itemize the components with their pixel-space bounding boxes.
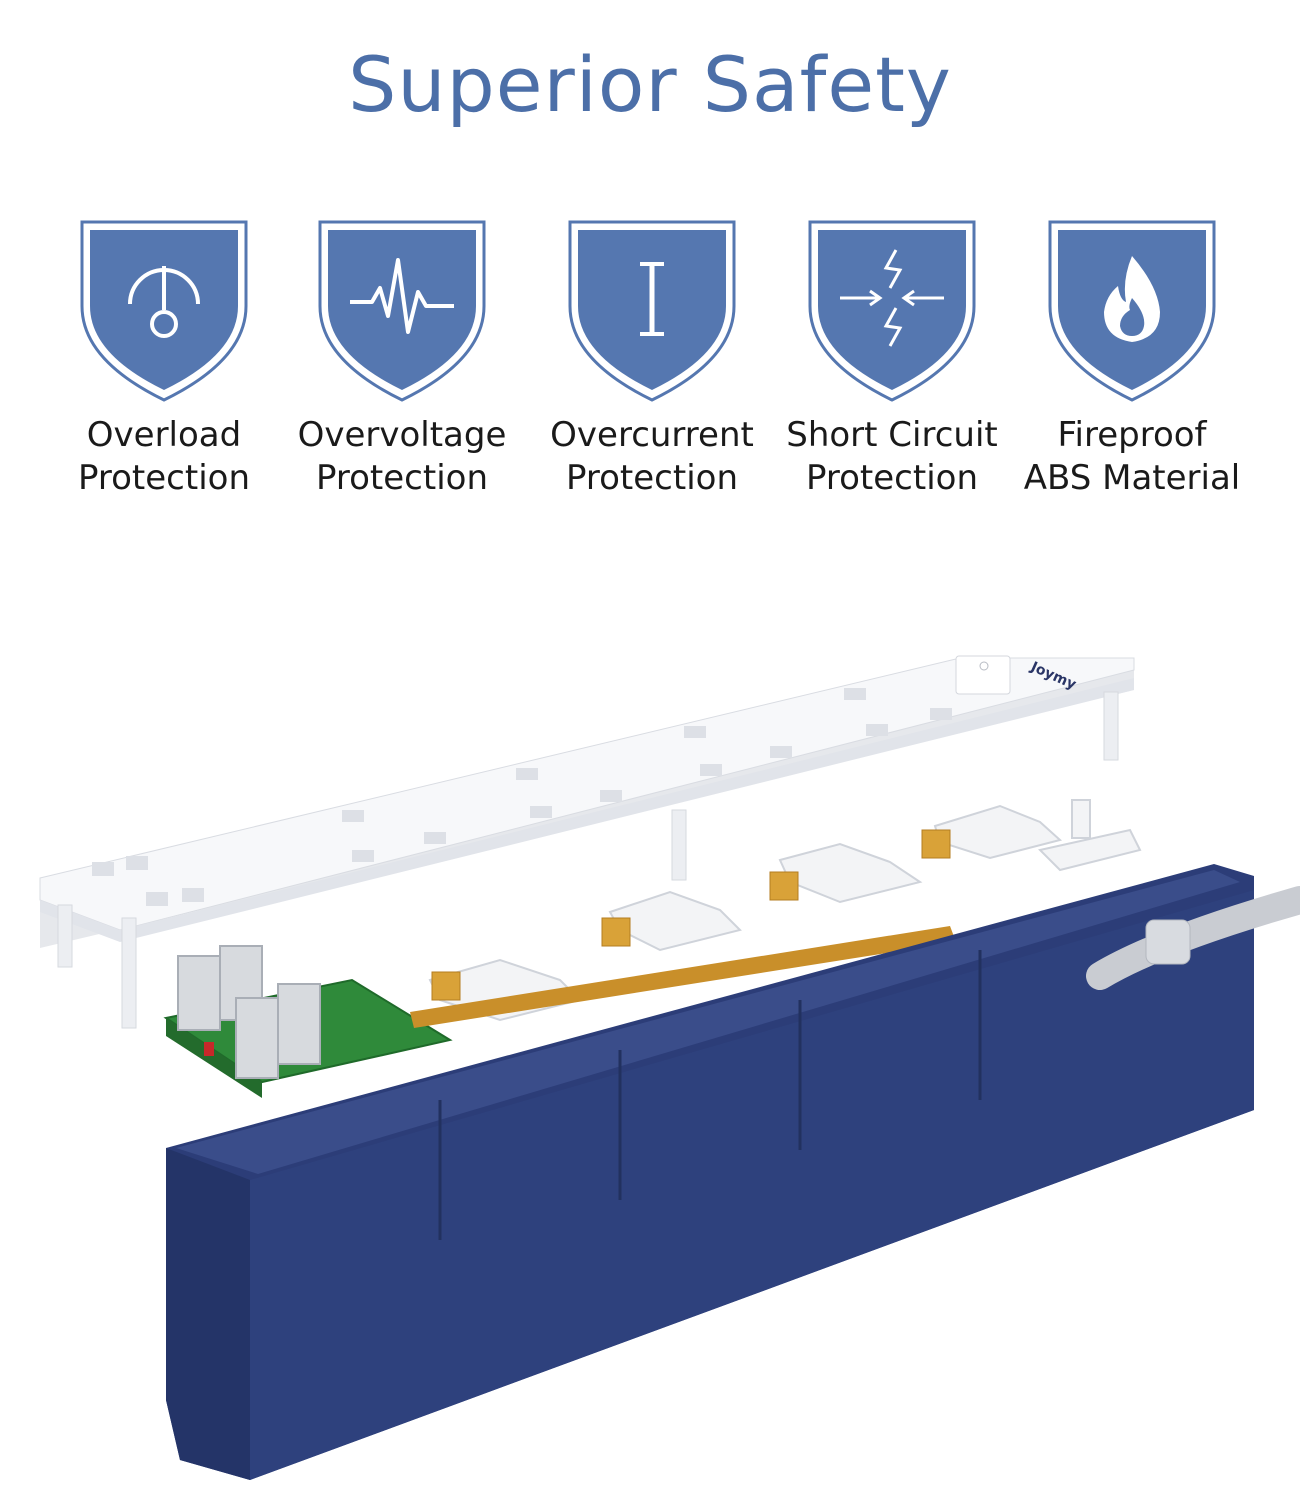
usb-pcb xyxy=(163,945,453,1098)
flame-icon xyxy=(1048,220,1216,402)
power-cable xyxy=(1086,886,1300,990)
overcurrent-icon xyxy=(568,220,736,402)
top-cover: Joymy xyxy=(39,655,1135,1029)
overvoltage-icon xyxy=(318,220,486,402)
short-circuit-icon xyxy=(808,220,976,402)
page-title: Superior Safety xyxy=(348,40,952,129)
overload-icon xyxy=(80,220,248,402)
product-exploded-view: Joymy xyxy=(39,655,1300,1480)
blue-housing xyxy=(166,864,1254,1480)
